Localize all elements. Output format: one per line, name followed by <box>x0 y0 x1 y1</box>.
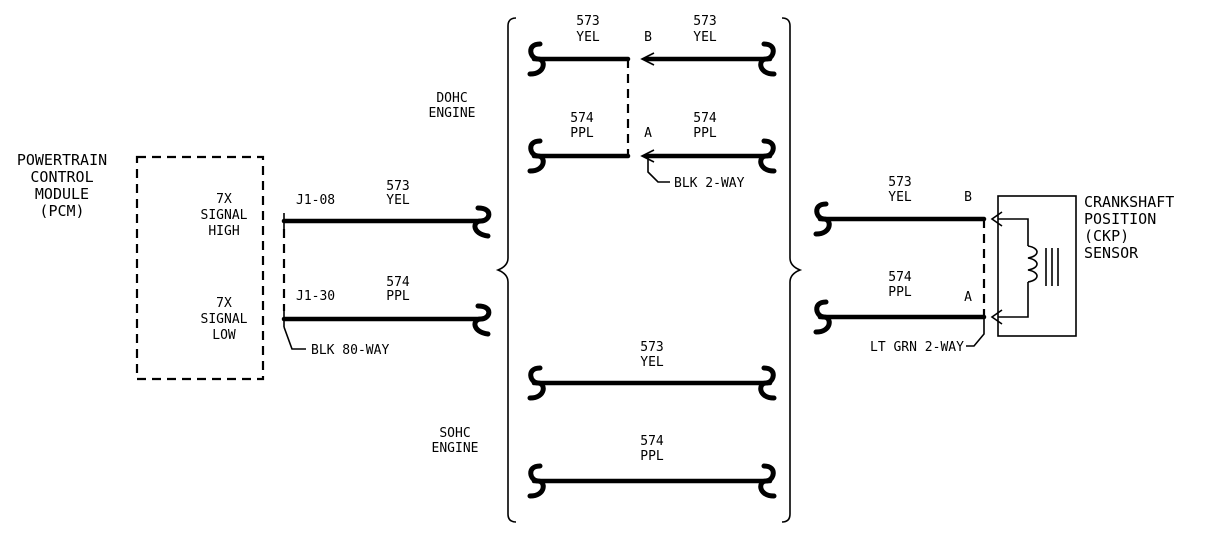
pcm-connector-label: BLK 80-WAY <box>311 343 389 358</box>
ckp-left-termination-574 <box>813 299 832 335</box>
dohc-pin-b: B <box>644 30 652 45</box>
dohc-left-wire-1-circuit: 573 <box>576 14 599 29</box>
pcm-wire-2-circuit: 574 <box>386 275 410 290</box>
ckp-coil <box>1027 245 1038 283</box>
sohc-label-line-1: SOHC <box>439 426 470 441</box>
ckp-title-line-3: (CKP) <box>1084 227 1129 245</box>
ckp-pin-a: A <box>964 290 972 305</box>
dohc-right-wire-1-circuit: 573 <box>693 14 716 29</box>
signal-high-line-2: SIGNAL <box>201 208 248 223</box>
dohc-left-wire-2-color: PPL <box>570 126 594 141</box>
dohc-connector-leader <box>647 156 670 183</box>
dohc-right-wire-2-color: PPL <box>693 126 717 141</box>
sohc-left-termination-573 <box>527 365 546 401</box>
dohc-right-termination-574 <box>758 138 777 174</box>
pcm-connector-leader <box>283 326 306 350</box>
sohc-right-termination-574 <box>758 463 777 499</box>
ckp-sensor-title: CRANKSHAFT POSITION (CKP) SENSOR <box>1084 193 1174 262</box>
sohc-wire-2-circuit: 574 <box>640 434 664 449</box>
ckp-title-line-4: SENSOR <box>1084 244 1139 262</box>
sohc-wire-2-color: PPL <box>640 449 664 464</box>
ckp-title-line-2: POSITION <box>1084 210 1156 228</box>
sohc-label-line-2: ENGINE <box>432 441 479 456</box>
sohc-wire-1-circuit: 573 <box>640 340 663 355</box>
pcm-wire-2-color: PPL <box>386 289 410 304</box>
dohc-arrow-574 <box>640 149 655 163</box>
pcm-wire-1-circuit: 573 <box>386 179 409 194</box>
ckp-left-termination-573 <box>813 201 832 237</box>
dohc-arrow-573 <box>640 52 655 66</box>
ckp-wire-2-color: PPL <box>888 285 912 300</box>
ckp-connector-label: LT GRN 2-WAY <box>870 340 964 355</box>
dohc-label-line-2: ENGINE <box>429 106 476 121</box>
pcm-title-line-3: MODULE <box>35 185 89 203</box>
dohc-connector-label: BLK 2-WAY <box>674 176 745 191</box>
pin-j1-08: J1-08 <box>296 193 335 208</box>
ckp-wire-1-color: YEL <box>888 190 912 205</box>
pcm-wire-573-termination <box>472 205 492 239</box>
dohc-left-termination-574 <box>527 138 546 174</box>
dohc-label-line-1: DOHC <box>436 91 467 106</box>
ckp-coil-lead-bottom <box>998 282 1029 318</box>
signal-high-label: 7X SIGNAL HIGH <box>201 192 248 239</box>
ckp-coil-lead-top <box>998 218 1029 246</box>
pcm-title-line-4: (PCM) <box>39 202 84 220</box>
signal-low-line-1: 7X <box>216 296 232 311</box>
right-brace <box>781 17 803 523</box>
signal-high-line-3: HIGH <box>208 224 239 239</box>
signal-low-line-3: LOW <box>212 328 236 343</box>
ckp-sensor-arrow-b <box>990 211 1003 227</box>
dohc-left-wire-2-circuit: 574 <box>570 111 594 126</box>
ckp-wire-2-circuit: 574 <box>888 270 912 285</box>
pcm-title-line-2: CONTROL <box>30 168 93 186</box>
signal-high-line-1: 7X <box>216 192 232 207</box>
sohc-right-termination-573 <box>758 365 777 401</box>
sohc-wire-1-color: YEL <box>640 355 664 370</box>
pin-j1-30: J1-30 <box>296 289 335 304</box>
pcm-title-line-1: POWERTRAIN <box>17 151 107 169</box>
dohc-right-wire-2-circuit: 574 <box>693 111 717 126</box>
pcm-wire-1-color: YEL <box>386 193 410 208</box>
pcm-title: POWERTRAIN CONTROL MODULE (PCM) <box>17 151 107 220</box>
signal-low-label: 7X SIGNAL LOW <box>201 296 248 343</box>
ckp-wire-1-circuit: 573 <box>888 175 911 190</box>
dohc-pin-a: A <box>644 126 652 141</box>
dohc-right-termination-573 <box>758 41 777 77</box>
left-brace <box>495 17 517 523</box>
ckp-pin-b: B <box>964 190 972 205</box>
sohc-left-termination-574 <box>527 463 546 499</box>
dohc-left-termination-573 <box>527 41 546 77</box>
dohc-right-wire-1-color: YEL <box>693 30 717 45</box>
signal-low-line-2: SIGNAL <box>201 312 248 327</box>
ckp-title-line-1: CRANKSHAFT <box>1084 193 1174 211</box>
dohc-left-wire-1-color: YEL <box>576 30 600 45</box>
pcm-wire-574-termination <box>472 303 492 337</box>
ckp-sensor-arrow-a <box>990 309 1003 325</box>
pcm-box <box>135 155 265 381</box>
ckp-connector-leader <box>966 317 985 347</box>
ckp-sensor-box <box>997 195 1077 337</box>
